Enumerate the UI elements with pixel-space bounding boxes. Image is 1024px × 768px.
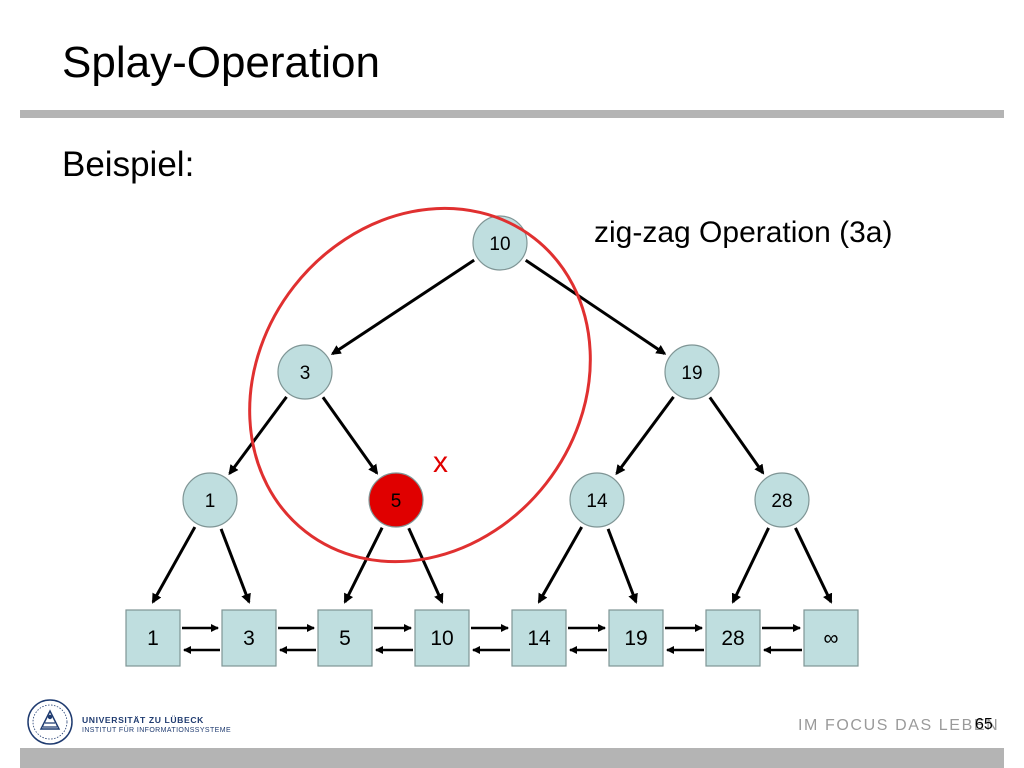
tree-edge (330, 258, 475, 356)
tree-edge (794, 527, 833, 604)
leaf-5: 14 (511, 609, 567, 667)
tree-edge (321, 396, 379, 475)
leaf-label: 28 (721, 627, 744, 650)
x-marker-label: x (433, 446, 448, 479)
tree-edge (219, 528, 251, 604)
tree-edge (407, 527, 444, 604)
leaf-7: 28 (705, 609, 761, 667)
tree-edge (151, 526, 197, 604)
node-label: 28 (771, 491, 792, 512)
tree-edge (343, 527, 384, 604)
leaf-6: 19 (608, 609, 664, 667)
leaf-label: ∞ (824, 627, 839, 650)
node-label: 3 (300, 363, 311, 384)
leaf-label: 5 (339, 627, 351, 650)
node-label: 14 (586, 491, 608, 512)
tree-edge (228, 395, 288, 476)
node-label: 5 (391, 491, 402, 512)
node-label: 10 (489, 234, 510, 255)
tree-edge (606, 528, 638, 604)
title-rule (20, 110, 1004, 118)
slide-subtitle: Beispiel: (62, 145, 195, 184)
slogan: IM FOCUS DAS LEBEN (798, 717, 1000, 734)
leaf-1: 1 (125, 609, 181, 667)
leaf-8: ∞ (803, 609, 859, 667)
tree-edge (537, 526, 583, 604)
tree-node-10: 10 (472, 215, 528, 271)
node-label: 19 (681, 363, 702, 384)
leaf-4: 10 (414, 609, 470, 667)
leaf-label: 3 (243, 627, 255, 650)
institute-name: INSTITUT FÜR INFORMATIONSSYSTEME (82, 727, 232, 734)
leaf-label: 1 (147, 627, 159, 650)
tree-edge (524, 259, 667, 355)
node-label: 1 (205, 491, 216, 512)
page-number: 65 (975, 716, 993, 733)
tree-edge (615, 395, 675, 476)
tree-node-14: 14 (569, 472, 625, 528)
tree-node-28: 28 (754, 472, 810, 528)
operation-label: zig-zag Operation (3a) (594, 216, 893, 249)
university-name: UNIVERSITÄT ZU LÜBECK (82, 715, 204, 725)
footer-bar (20, 748, 1004, 768)
leaf-links (182, 624, 802, 654)
tree-edge (708, 396, 765, 475)
tree-nodes: 10 3 19 1 5 14 28 (182, 215, 810, 528)
tree-edges (151, 258, 833, 604)
tree-edge (731, 527, 770, 604)
tree-node-1: 1 (182, 472, 238, 528)
leaf-list: 1 3 5 10 14 19 28 ∞ (125, 609, 859, 667)
tree-node-3: 3 (277, 344, 333, 400)
tree-node-5: 5 (368, 472, 424, 528)
leaf-label: 19 (624, 627, 647, 650)
tree-node-19: 19 (664, 344, 720, 400)
leaf-2: 3 (221, 609, 277, 667)
leaf-label: 14 (527, 627, 551, 650)
leaf-3: 5 (317, 609, 373, 667)
university-seal-logo (27, 699, 73, 745)
zig-zag-highlight-circle (248, 206, 592, 564)
leaf-label: 10 (430, 627, 453, 650)
slide-title: Splay-Operation (62, 38, 380, 87)
